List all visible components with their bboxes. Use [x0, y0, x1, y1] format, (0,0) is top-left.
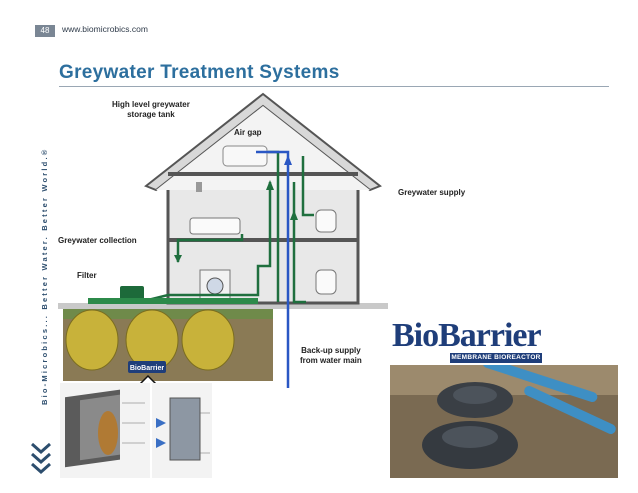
slide-title: Greywater Treatment Systems — [59, 62, 340, 84]
biobarrier-logo: BioBarrier MEMBRANE BIOREACTOR — [392, 316, 542, 364]
biobarrier-logo-subtitle: MEMBRANE BIOREACTOR — [450, 353, 542, 363]
toilet-upper — [316, 210, 336, 232]
filter-unit — [120, 286, 144, 300]
label-greywater-collection: Greywater collection — [58, 236, 137, 246]
label-storage-tank: High level greywater storage tank — [112, 100, 190, 120]
tank-3 — [182, 310, 234, 370]
tank-1 — [66, 310, 118, 370]
side-tagline-text: Bio-Microbics... Better Water. Better Wo… — [40, 148, 49, 405]
floor-3 — [168, 172, 358, 176]
collection-pipe — [88, 298, 258, 304]
label-greywater-supply: Greywater supply — [398, 188, 465, 198]
membrane-cassette-photo — [60, 383, 150, 478]
tank-badge: BioBarrier — [130, 365, 165, 372]
washing-machine-door — [207, 278, 223, 294]
installed-tanks-photo — [390, 365, 618, 478]
biobarrier-logo-text: BioBarrier — [392, 316, 541, 356]
site-url: www.biomicrobics.com — [62, 24, 148, 34]
page-number: 48 — [35, 25, 55, 37]
shower-head — [196, 182, 202, 192]
label-storage-tank-line2: storage tank — [112, 110, 190, 120]
chevron-down-icon — [30, 440, 52, 480]
membrane-panel-photo — [152, 383, 212, 478]
toilet-lower — [316, 270, 336, 294]
label-air-gap: Air gap — [234, 128, 262, 138]
label-backup-line2: from water main — [300, 356, 362, 366]
storage-tank — [223, 146, 267, 166]
title-divider — [59, 86, 609, 87]
bathtub — [190, 218, 240, 234]
label-filter: Filter — [77, 271, 97, 281]
label-backup-supply: Back-up supply from water main — [300, 346, 362, 366]
label-storage-tank-line1: High level greywater — [112, 100, 190, 110]
label-backup-line1: Back-up supply — [300, 346, 362, 356]
